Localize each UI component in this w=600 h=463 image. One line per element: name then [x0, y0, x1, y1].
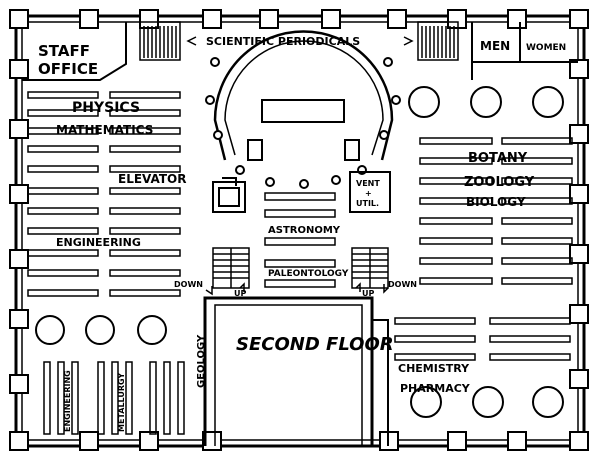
- label-pharmacy: PHARMACY: [400, 382, 471, 395]
- label-vent-util-1: VENT: [356, 179, 380, 188]
- east-shelves: [394, 137, 573, 361]
- label-elevator: ELEVATOR: [118, 172, 187, 186]
- label-paleontology: PALEONTOLOGY: [268, 269, 349, 279]
- label-metallurgy: METALLURGY: [117, 373, 126, 432]
- label-physics: PHYSICS: [72, 100, 140, 116]
- label-periodicals: SCIENTIFIC PERIODICALS: [206, 35, 360, 48]
- stair-arrows: [205, 282, 389, 296]
- second-floor-opening: [203, 296, 389, 446]
- label-engineering-west: ENGINEERING: [56, 236, 141, 249]
- wall-pillars: [9, 9, 589, 451]
- outer-wall: [14, 14, 586, 448]
- central-shelves: [264, 192, 336, 288]
- label-stair-up-left: UP: [234, 289, 246, 298]
- vertical-shelves: [43, 361, 185, 435]
- label-men: MEN: [480, 39, 510, 53]
- label-chemistry: CHEMISTRY: [398, 362, 470, 375]
- east-tables: [408, 86, 564, 418]
- central-stair-left: [212, 247, 250, 289]
- vent-util-room: [349, 171, 391, 213]
- elevator-shaft: [212, 177, 246, 213]
- label-stair-up-right: UP: [362, 289, 374, 298]
- west-shelves: [27, 91, 181, 297]
- label-engineering-vertical: ENGINEERING: [63, 370, 72, 432]
- label-second-floor: SECOND FLOOR: [236, 334, 394, 355]
- central-stair-right: [351, 247, 389, 289]
- north-stair-left: [139, 21, 181, 61]
- label-staff-office-2: OFFICE: [38, 60, 98, 78]
- label-botany: BOTANY: [468, 151, 528, 166]
- label-stair-down-left: DOWN: [174, 280, 203, 289]
- label-women: WOMEN: [526, 43, 566, 53]
- restroom-rooms: [471, 22, 578, 80]
- label-zoology: ZOOLOGY: [464, 175, 535, 190]
- label-staff-office-1: STAFF: [38, 42, 90, 60]
- rotunda: [205, 30, 401, 189]
- staff-office-room: [22, 22, 127, 81]
- label-stair-down-right: DOWN: [388, 280, 417, 289]
- north-stair-right: [417, 21, 459, 61]
- label-biology: BIOLOGY: [466, 195, 526, 209]
- west-tables: [35, 315, 167, 345]
- periodicals-arrow: [186, 36, 414, 46]
- label-mathematics: MATHEMATICS: [56, 123, 153, 137]
- label-vent-util-3: UTIL.: [356, 199, 379, 208]
- label-astronomy: ASTRONOMY: [268, 225, 341, 236]
- label-vent-util-2: +: [365, 189, 372, 198]
- label-geology: GEOLOGY: [196, 334, 207, 388]
